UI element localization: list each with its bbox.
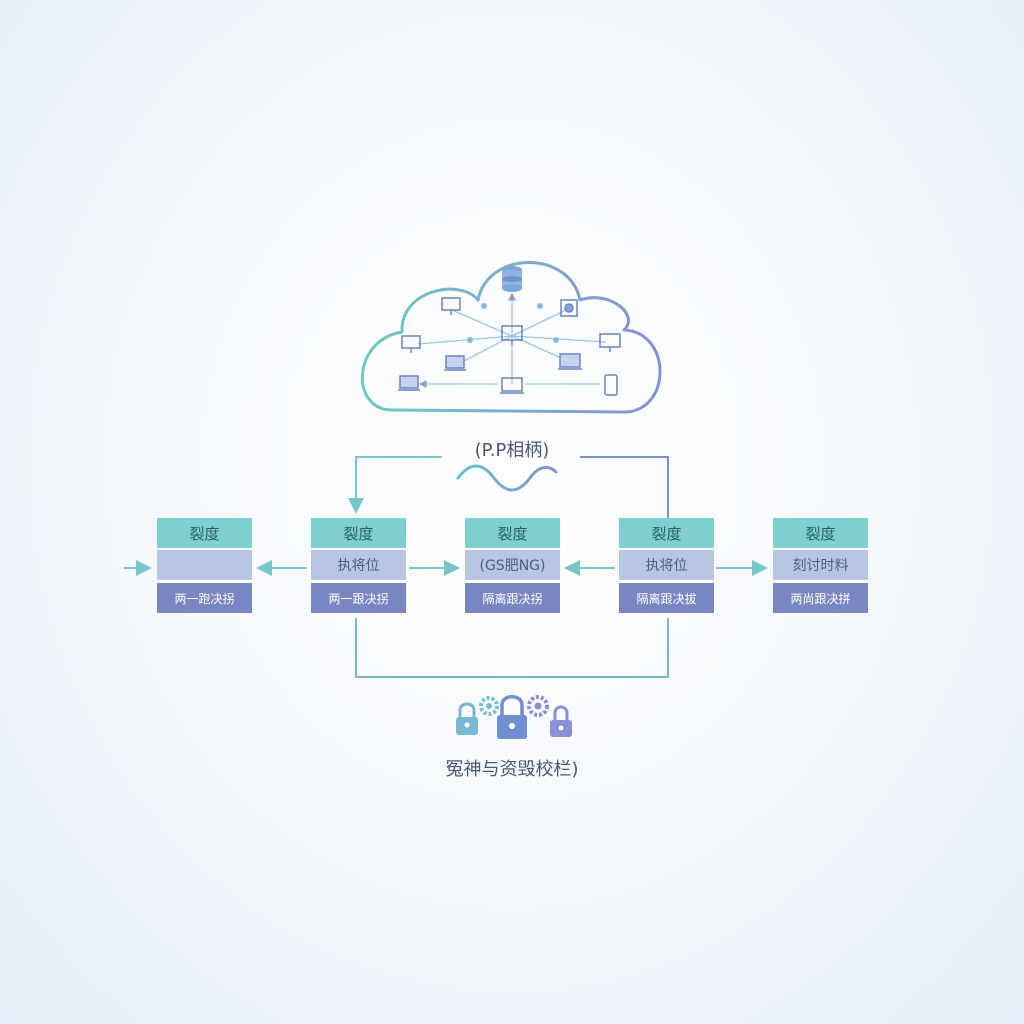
monitor-icon (441, 297, 461, 315)
node-box-1: 裂度 两一跑决拐 (157, 518, 252, 618)
laptop-icon (444, 355, 466, 371)
node-header: 裂度 (465, 518, 560, 550)
laptop-icon (500, 377, 524, 394)
security-label: 冤神与资毁校栏) (445, 759, 579, 780)
node-header: 裂度 (619, 518, 714, 550)
node-header: 裂度 (157, 518, 252, 550)
cloud-label: (P.P相柄) (474, 440, 550, 461)
node-middle: 执将位 (619, 550, 714, 583)
lock-icon (456, 702, 478, 735)
laptop-icon (398, 375, 420, 391)
node-box-5: 裂度 刻讨时料 两尚跟决拼 (773, 518, 868, 618)
lock-icon (550, 705, 572, 737)
node-footer: 两一跟决拐 (311, 583, 406, 613)
phone-icon (604, 374, 618, 396)
node-box-2: 裂度 执将位 两一跟决拐 (311, 518, 406, 618)
monitor-icon (599, 333, 621, 352)
lock-icon (497, 695, 527, 739)
node-footer: 两尚跟决拼 (773, 583, 868, 613)
node-footer: 隔离跟决拐 (465, 583, 560, 613)
node-middle: (GS肥NG) (465, 550, 560, 583)
cloud-icon (360, 261, 662, 414)
monitor-icon (501, 325, 523, 345)
gear-icon (479, 696, 499, 716)
wave-icon (456, 464, 558, 492)
camera-icon (560, 299, 578, 317)
database-icon (502, 266, 522, 292)
node-footer: 隔离跟决拔 (619, 583, 714, 613)
node-middle: 刻讨时料 (773, 550, 868, 583)
node-box-4: 裂度 执将位 隔离跟决拔 (619, 518, 714, 618)
node-box-3: 裂度 (GS肥NG) 隔离跟决拐 (465, 518, 560, 618)
laptop-icon (558, 353, 582, 370)
node-header: 裂度 (773, 518, 868, 550)
node-middle: 执将位 (311, 550, 406, 583)
bottom-connector (355, 618, 669, 678)
gear-icon (527, 695, 549, 717)
node-footer: 两一跑决拐 (157, 583, 252, 613)
top-connector (348, 456, 669, 518)
monitor-icon (401, 335, 421, 353)
node-middle (157, 550, 252, 583)
node-header: 裂度 (311, 518, 406, 550)
